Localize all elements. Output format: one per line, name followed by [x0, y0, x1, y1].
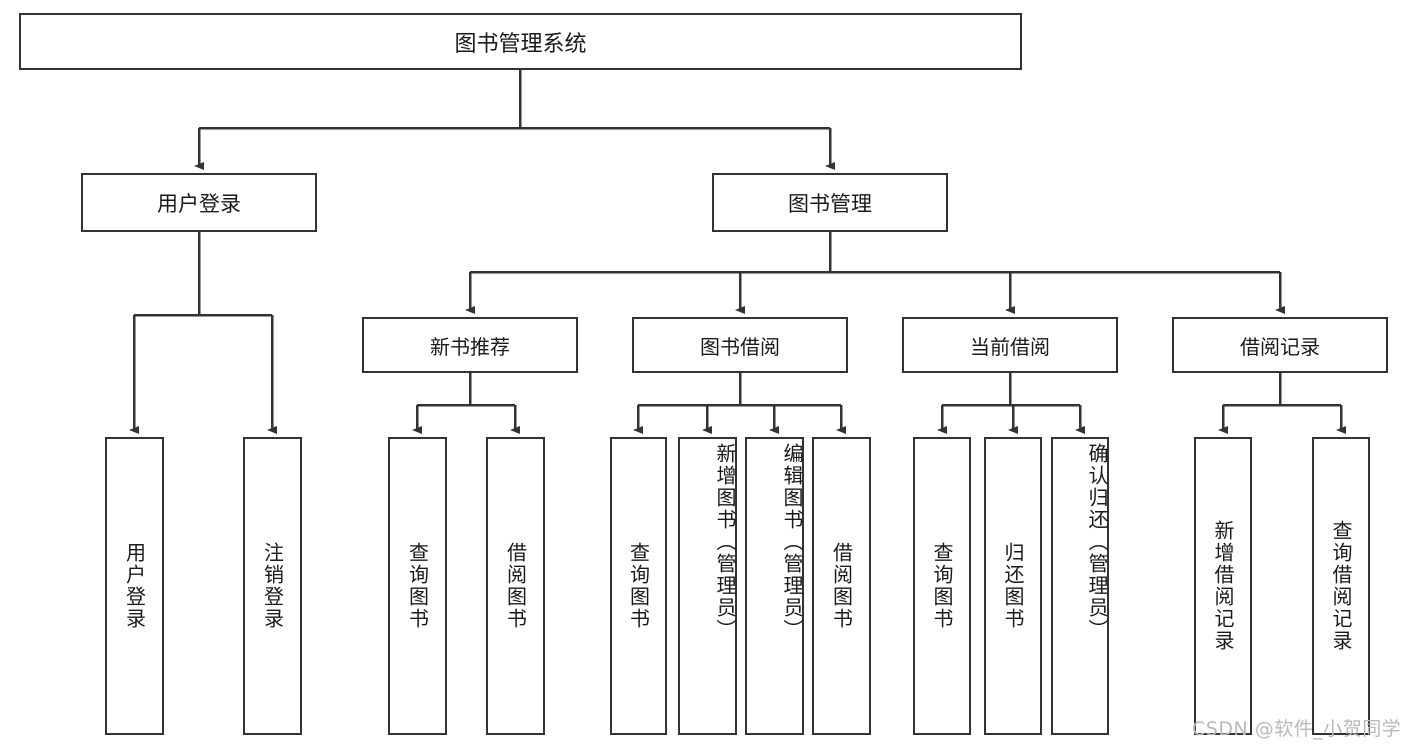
node-new-book-recommend[interactable]: 新书推荐: [362, 317, 578, 373]
leaf-borrow-book[interactable]: 借阅图书: [812, 437, 871, 735]
csdn-watermark: CSDN @软件_小贺同学: [1192, 718, 1402, 740]
leaf-user-login[interactable]: 用户登录: [105, 437, 164, 735]
leaf-query-book-recommend[interactable]: 查询图书: [388, 437, 447, 735]
leaf-confirm-return-admin[interactable]: 确认归还（管理员）: [1051, 437, 1109, 735]
leaf-query-book-borrow[interactable]: 查询图书: [610, 437, 667, 735]
leaf-logout-login[interactable]: 注销登录: [243, 437, 302, 735]
leaf-add-book-admin[interactable]: 新增图书（管理员）: [678, 437, 737, 735]
node-borrow-record[interactable]: 借阅记录: [1172, 317, 1388, 373]
node-user-login[interactable]: 用户登录: [81, 173, 317, 232]
leaf-query-book-current[interactable]: 查询图书: [913, 437, 971, 735]
leaf-query-borrow-record[interactable]: 查询借阅记录: [1312, 437, 1370, 735]
node-current-borrow[interactable]: 当前借阅: [902, 317, 1118, 373]
node-book-borrow[interactable]: 图书借阅: [632, 317, 848, 373]
leaf-borrow-book-recommend[interactable]: 借阅图书: [486, 437, 545, 735]
node-book-management[interactable]: 图书管理: [712, 173, 948, 232]
leaf-add-borrow-record[interactable]: 新增借阅记录: [1194, 437, 1252, 735]
leaf-edit-book-admin[interactable]: 编辑图书（管理员）: [745, 437, 804, 735]
node-root-system[interactable]: 图书管理系统: [19, 13, 1022, 70]
leaf-return-book[interactable]: 归还图书: [984, 437, 1042, 735]
